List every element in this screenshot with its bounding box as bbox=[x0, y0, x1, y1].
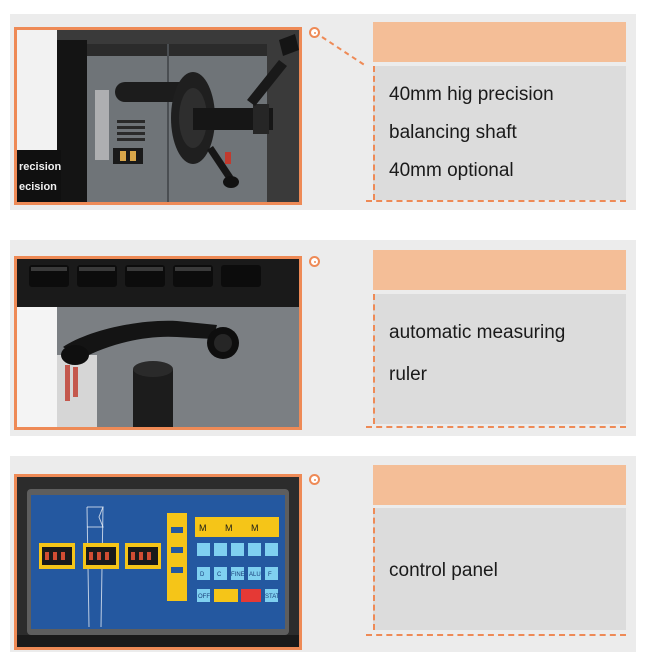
feature-line: 40mm hig precision bbox=[389, 84, 554, 105]
svg-text:M: M bbox=[225, 523, 233, 533]
control-panel-photo: M M M D C FINE ALU F OFF STAT bbox=[14, 474, 302, 650]
balancing-shaft-photo: recision ecision bbox=[14, 27, 302, 205]
feature-line: control panel bbox=[389, 560, 498, 581]
key-label: ALU bbox=[249, 572, 261, 578]
callout-dot-icon bbox=[309, 27, 320, 38]
svg-text:M: M bbox=[251, 523, 259, 533]
dashed-underline bbox=[366, 426, 626, 428]
svg-text:M: M bbox=[199, 523, 207, 533]
feature-text-control: control panel bbox=[373, 508, 626, 630]
feature-header-bar bbox=[373, 465, 626, 505]
precision-label-1: recision bbox=[19, 161, 61, 173]
key-label: STAT bbox=[265, 594, 280, 600]
feature-line: automatic measuring bbox=[389, 322, 566, 343]
measuring-ruler-photo bbox=[14, 256, 302, 430]
key-label: OFF bbox=[198, 594, 210, 600]
feature-line: 40mm optional bbox=[389, 160, 514, 181]
feature-text-ruler: automatic measuring ruler bbox=[373, 294, 626, 424]
callout-dot-icon bbox=[309, 474, 320, 485]
feature-header-bar bbox=[373, 22, 626, 62]
key-label: C bbox=[217, 572, 222, 578]
key-label: FINE bbox=[231, 572, 245, 578]
feature-text-shaft: 40mm hig precision balancing shaft 40mm … bbox=[373, 66, 626, 200]
callout-dot-icon bbox=[309, 256, 320, 267]
feature-line: ruler bbox=[389, 364, 428, 385]
key-label: F bbox=[268, 572, 272, 578]
precision-label-2: ecision bbox=[19, 181, 57, 193]
dashed-underline bbox=[366, 634, 626, 636]
feature-header-bar bbox=[373, 250, 626, 290]
key-label: D bbox=[200, 572, 205, 578]
feature-line: balancing shaft bbox=[389, 122, 517, 143]
dashed-underline bbox=[366, 200, 626, 202]
